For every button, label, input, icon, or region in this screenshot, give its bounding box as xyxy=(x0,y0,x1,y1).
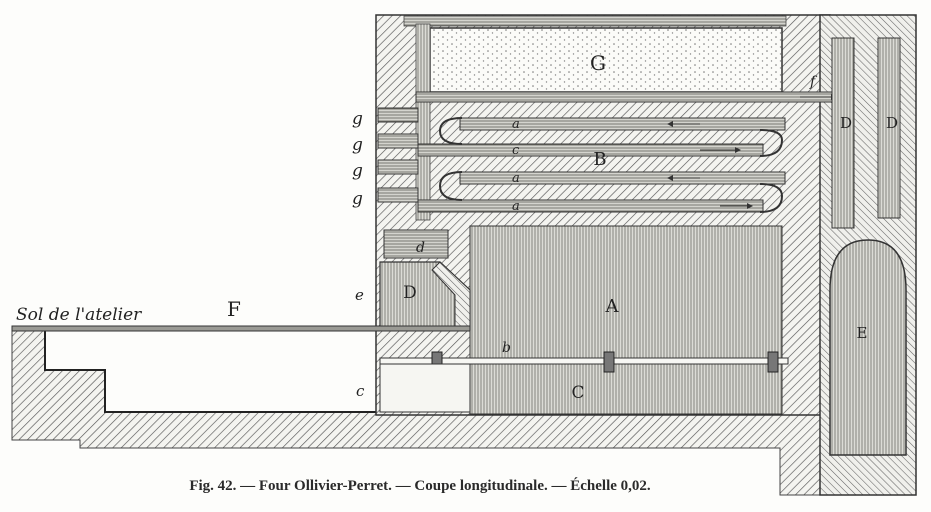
chamber-e xyxy=(829,239,907,456)
flue-d-right xyxy=(877,37,901,219)
door-d xyxy=(383,229,449,259)
port-g-2 xyxy=(377,133,419,149)
label-c-left: c xyxy=(356,382,365,400)
chamber-g xyxy=(429,27,783,93)
label-g-2: g xyxy=(352,135,363,155)
port-g-1 xyxy=(377,107,419,123)
label-d-flue-right: D xyxy=(886,114,898,132)
bend-left-2 xyxy=(438,171,463,201)
bend-right-2 xyxy=(759,183,784,213)
label-g-1: g xyxy=(352,109,363,129)
floor-line xyxy=(11,325,471,332)
label-c-flue: c xyxy=(512,143,520,158)
port-g-3 xyxy=(377,159,419,175)
tube-3 xyxy=(459,171,786,185)
flue-f xyxy=(415,91,837,103)
label-a-1: a xyxy=(512,117,520,132)
chamber-c xyxy=(469,363,783,415)
tube-1 xyxy=(459,117,786,131)
rail-b xyxy=(379,357,789,365)
label-d-hearth: D xyxy=(403,283,417,303)
label-e: E xyxy=(857,324,868,342)
label-a: A xyxy=(605,296,620,317)
label-a-2: a xyxy=(512,171,520,186)
label-floor: Sol de l'atelier xyxy=(16,305,142,325)
figure-caption: Fig. 42. — Four Ollivier-Perret. — Coupe… xyxy=(189,477,651,494)
rail-support xyxy=(767,351,779,373)
chamber-a xyxy=(469,225,783,359)
ash-pit xyxy=(379,363,471,413)
label-g-3: g xyxy=(352,161,363,181)
flue-d-left xyxy=(831,37,855,229)
label-g-4: g xyxy=(352,189,363,209)
label-g: G xyxy=(590,51,606,75)
label-f: F xyxy=(227,297,241,321)
label-b: B xyxy=(593,149,606,170)
tube-4 xyxy=(417,199,764,213)
chamber-g-top xyxy=(403,15,787,27)
label-a-3: a xyxy=(512,199,520,214)
label-e-side: e xyxy=(355,286,364,304)
tube-2 xyxy=(417,143,764,157)
bend-left-1 xyxy=(438,117,463,145)
rail-support xyxy=(603,351,615,373)
label-c: C xyxy=(571,383,584,403)
label-d-flue-left: D xyxy=(840,114,852,132)
label-d-door: d xyxy=(416,240,425,256)
label-f-flue: f xyxy=(809,74,818,90)
label-b-rail: b xyxy=(502,340,511,356)
bend-right-1 xyxy=(759,129,784,157)
port-g-4 xyxy=(377,187,419,203)
